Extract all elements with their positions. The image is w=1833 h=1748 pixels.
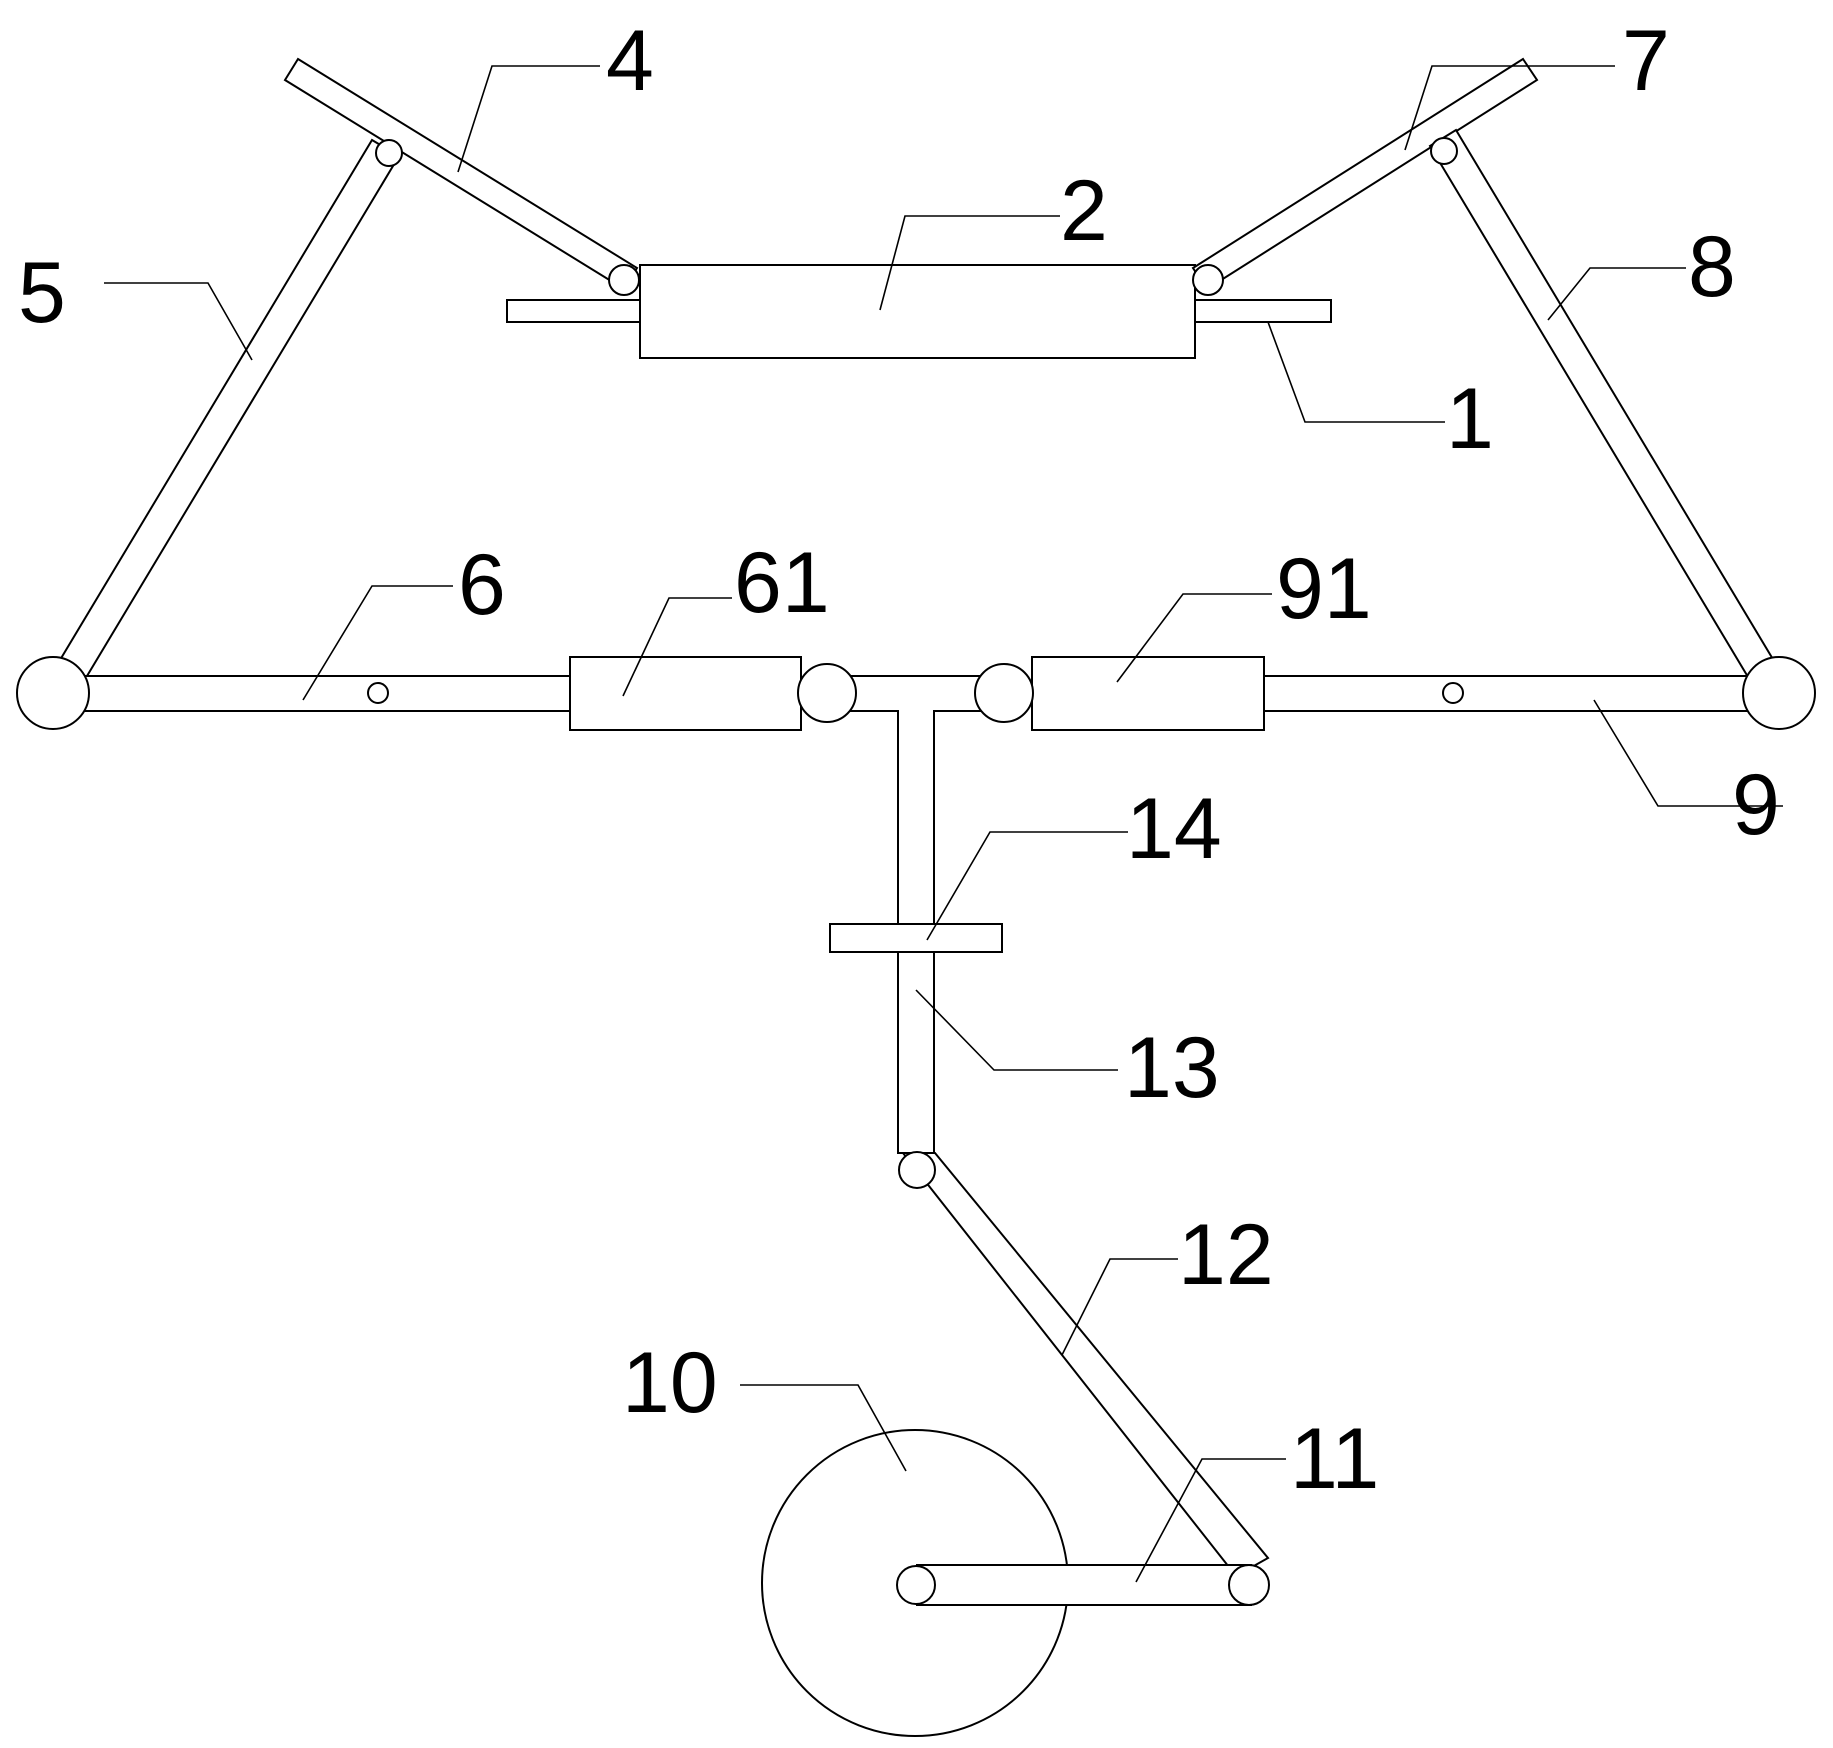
leader-14 xyxy=(926,831,1128,941)
leader-6 xyxy=(302,585,453,701)
leader-2 xyxy=(879,215,1060,311)
leader-9 xyxy=(1593,699,1783,807)
label-5: 5 xyxy=(18,245,66,341)
joint-post-link xyxy=(898,1151,936,1189)
hole-bar-9 xyxy=(1442,682,1464,704)
leader-5 xyxy=(104,282,253,361)
label-14: 14 xyxy=(1126,781,1222,877)
joint-rod8-top xyxy=(1430,137,1458,165)
part-2-block xyxy=(639,264,1196,359)
joint-wheel-hub xyxy=(896,1565,936,1605)
label-91: 91 xyxy=(1276,541,1372,637)
label-13: 13 xyxy=(1124,1020,1220,1116)
t-connector-junction xyxy=(899,705,933,715)
joint-crank-link xyxy=(1228,1564,1270,1606)
joint-arm7-block xyxy=(1192,264,1224,296)
joint-left-end xyxy=(16,656,90,730)
label-2: 2 xyxy=(1060,163,1108,259)
part-91-right-sleeve xyxy=(1031,656,1265,731)
label-12: 12 xyxy=(1178,1207,1274,1303)
joint-right-end xyxy=(1742,656,1816,730)
part-5-left-rod xyxy=(49,138,401,693)
leader-8 xyxy=(1547,267,1686,321)
label-4: 4 xyxy=(606,13,654,109)
part-7-right-upper-arm xyxy=(1191,57,1539,291)
leader-10 xyxy=(740,1384,907,1472)
leader-13 xyxy=(915,989,1118,1071)
label-8: 8 xyxy=(1688,219,1736,315)
label-11: 11 xyxy=(1290,1411,1379,1507)
joint-right-sleeve xyxy=(974,663,1034,723)
label-7: 7 xyxy=(1622,13,1670,109)
label-6: 6 xyxy=(458,537,506,633)
label-61: 61 xyxy=(734,535,830,631)
leader-11 xyxy=(1135,1458,1286,1583)
hole-bar-6 xyxy=(367,682,389,704)
leader-91 xyxy=(1116,593,1272,683)
leader-1 xyxy=(1267,321,1445,423)
joint-left-sleeve xyxy=(797,663,857,723)
part-61-left-sleeve xyxy=(569,656,802,731)
part-11-crank-bar xyxy=(916,1564,1252,1606)
leader-4 xyxy=(457,65,600,173)
part-14-collar xyxy=(829,923,1003,953)
label-9: 9 xyxy=(1732,757,1780,853)
joint-arm4-block xyxy=(608,264,640,296)
label-10: 10 xyxy=(622,1335,718,1431)
part-9-right-bar xyxy=(1259,675,1779,712)
label-1: 1 xyxy=(1446,371,1494,467)
joint-rod5-top xyxy=(375,139,403,167)
leader-12 xyxy=(1061,1258,1178,1356)
leader-7 xyxy=(1404,65,1615,151)
leader-61 xyxy=(622,597,732,697)
